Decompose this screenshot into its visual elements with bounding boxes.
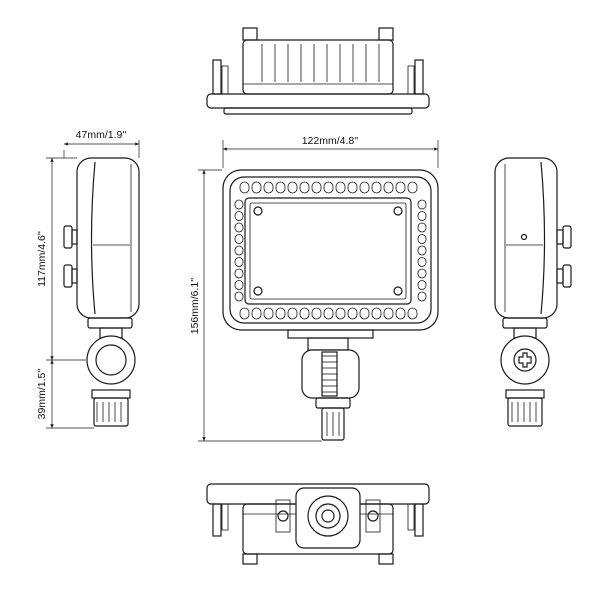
led-slot	[234, 245, 244, 256]
led-slot	[417, 245, 427, 256]
bottom-view	[206, 483, 430, 565]
led-slot	[335, 307, 346, 320]
led-slot	[251, 307, 262, 320]
led-slot	[417, 234, 427, 244]
led-slot	[234, 234, 244, 244]
depth-dimension-label: 47mm/1.9''	[76, 129, 127, 141]
led-slot	[263, 307, 274, 320]
led-slot	[347, 307, 358, 320]
led-slot	[239, 307, 250, 320]
led-slot	[299, 307, 310, 320]
led-slot	[251, 181, 262, 194]
led-slot	[371, 181, 382, 194]
led-slot	[417, 280, 427, 290]
led-slot	[234, 268, 244, 279]
led-slot	[335, 181, 346, 194]
led-slot	[287, 181, 298, 194]
led-slot	[395, 181, 406, 194]
led-slot	[417, 257, 427, 267]
mount-height-dimension-label: 39mm/1.5''	[36, 369, 48, 420]
led-slot	[299, 181, 310, 194]
led-slot	[359, 307, 370, 320]
led-slot	[371, 307, 382, 320]
led-slot	[417, 199, 427, 210]
height-dimension-label: 156mm/6.1''	[189, 278, 201, 335]
led-slot	[263, 181, 274, 194]
body-height-dimension-label: 117mm/4.6''	[36, 231, 48, 287]
led-slot	[311, 307, 322, 320]
width-dimension-label: 122mm/4.8''	[302, 135, 359, 147]
led-slot	[287, 307, 298, 320]
right-side-view	[494, 157, 572, 427]
led-slot	[383, 181, 394, 194]
dimension-lines	[46, 140, 439, 442]
led-slot	[417, 291, 427, 302]
led-slot	[234, 291, 244, 302]
led-slot	[323, 181, 334, 194]
led-slot	[234, 257, 244, 267]
led-slot	[234, 211, 244, 221]
led-slot	[275, 307, 286, 320]
led-slot	[407, 181, 418, 194]
front-view	[222, 169, 439, 441]
led-slot	[323, 307, 334, 320]
led-slot	[417, 211, 427, 221]
led-slot	[395, 307, 406, 320]
led-slot	[234, 280, 244, 290]
led-slot	[234, 222, 244, 233]
led-slot	[407, 307, 418, 320]
led-slot	[359, 181, 370, 194]
led-slot	[417, 222, 427, 233]
top-view	[206, 27, 430, 115]
led-slot	[347, 181, 358, 194]
left-side-view	[63, 157, 140, 427]
led-slot	[275, 181, 286, 194]
led-slot	[234, 199, 244, 210]
led-slot	[239, 181, 250, 194]
led-slot	[311, 181, 322, 194]
led-ring	[234, 181, 427, 320]
led-slot	[383, 307, 394, 320]
led-slot	[417, 268, 427, 279]
